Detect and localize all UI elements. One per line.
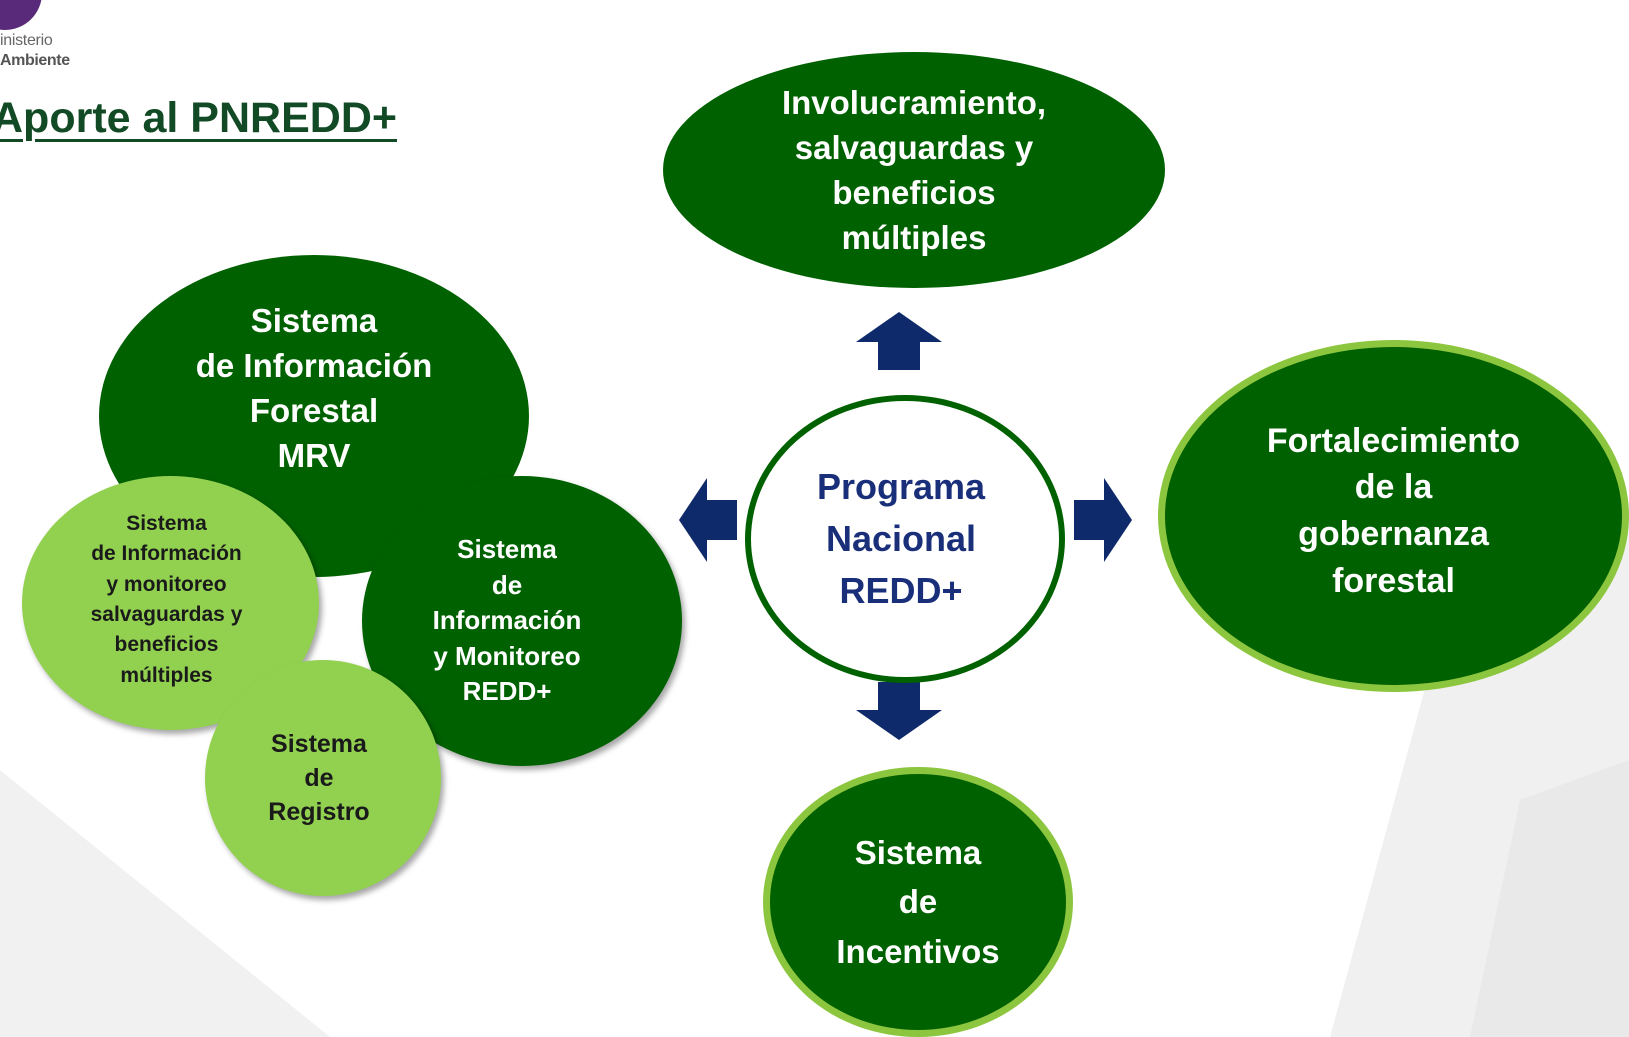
- node-line: gobernanza: [1298, 515, 1489, 553]
- node-line: MRV: [277, 437, 351, 475]
- node-line: de: [898, 883, 938, 921]
- node-line: beneficios: [832, 174, 996, 211]
- node-line: múltiples: [841, 219, 987, 257]
- arrow-left-icon: [679, 478, 737, 562]
- node-line: Involucramiento,: [781, 83, 1047, 121]
- node-line: Registro: [268, 798, 370, 827]
- logo-line-1: inisterio: [0, 32, 53, 49]
- node-line: salvaguardas y: [794, 128, 1034, 166]
- node-line: múltiples: [120, 663, 213, 687]
- node-line: y Monitoreo: [433, 640, 581, 671]
- node-line: Sistema: [457, 533, 557, 564]
- node-line: de: [304, 763, 334, 792]
- node-programa-nacional-redd: Programa Nacional REDD+: [745, 395, 1065, 683]
- node-line: de Información: [91, 542, 242, 566]
- node-sistema-informacion-forestal: Sistema de Información Forestal MRV: [99, 255, 529, 577]
- node-line: forestal: [1332, 561, 1455, 600]
- ministry-logo: inisterio Ambiente: [0, 0, 110, 80]
- node-line: de: [491, 569, 523, 600]
- page-title: Aporte al PNREDD+: [0, 94, 397, 142]
- node-sistema-registro: Sistema de Registro: [205, 660, 441, 896]
- node-line: Nacional: [825, 518, 977, 560]
- node-line: Sistema: [854, 833, 982, 871]
- node-line: Sistema: [271, 729, 367, 758]
- node-line: REDD+: [462, 676, 552, 707]
- node-line: Sistema: [250, 301, 378, 339]
- logo-line-2: Ambiente: [0, 52, 70, 69]
- node-line: de la: [1354, 468, 1433, 507]
- arrow-up-icon: [856, 312, 942, 370]
- arrow-down-icon: [856, 682, 942, 740]
- node-line: Fortalecimiento: [1266, 421, 1521, 460]
- logo-mark-icon: [0, 0, 42, 30]
- node-involucramiento: Involucramiento, salvaguardas y benefici…: [663, 52, 1165, 288]
- node-line: Información: [432, 605, 582, 636]
- arrow-right-icon: [1074, 478, 1132, 562]
- node-line: Sistema: [126, 511, 207, 535]
- node-line: REDD+: [839, 569, 963, 611]
- node-line: de Información: [195, 346, 433, 384]
- node-line: beneficios: [114, 633, 219, 657]
- node-line: Forestal: [249, 392, 379, 429]
- node-line: y monitoreo: [106, 572, 227, 596]
- node-line: Incentivos: [836, 932, 1000, 970]
- node-line: Programa: [816, 466, 986, 508]
- node-sistema-incentivos: Sistema de Incentivos: [763, 767, 1073, 1037]
- node-fortalecimiento-gobernanza: Fortalecimiento de la gobernanza foresta…: [1158, 340, 1629, 692]
- node-line: salvaguardas y: [90, 603, 243, 626]
